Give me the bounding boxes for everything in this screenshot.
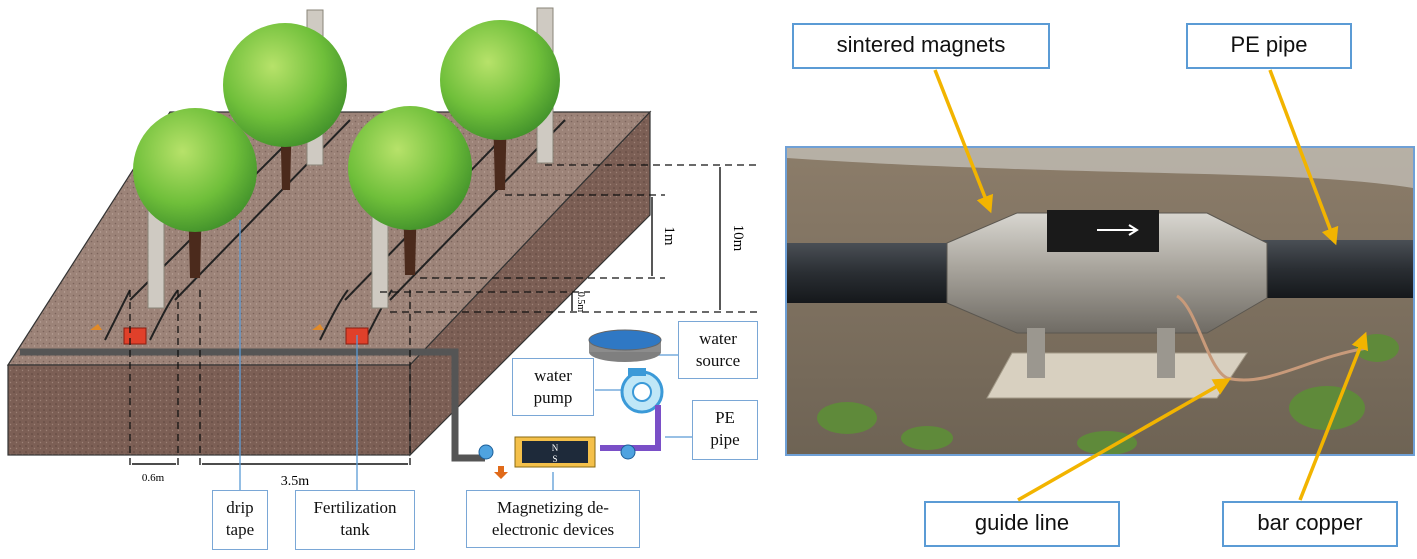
magnetizing-device-icon (514, 436, 596, 468)
valve-icon (312, 324, 324, 330)
sintered-magnets-label: sintered magnets (792, 23, 1050, 69)
dimension-lines (129, 164, 760, 470)
magnet-pole-n: N (552, 443, 559, 453)
fertilization-tank-left (123, 327, 147, 345)
outlet-arrow-icon (494, 466, 508, 479)
fertilization-tank-label: Fertilization tank (295, 490, 415, 550)
drip-tape-label: drip tape (212, 490, 268, 550)
water-source-label: water source (678, 321, 758, 379)
drip-irrigation-diagram: 1m 10m 0.5m 0.6m 3.5m N S (6, 7, 760, 490)
valve-icon (478, 444, 494, 460)
valve-icon (620, 444, 636, 460)
dimension-05m: 0.5m (575, 292, 586, 313)
dimension-06m: 0.6m (142, 472, 165, 484)
water-pump-icon (620, 368, 664, 414)
tree (133, 108, 257, 278)
pe-pipe-line (600, 405, 661, 451)
device-photo (785, 146, 1415, 456)
guide-line-label: guide line (924, 501, 1120, 547)
soil-block-front (7, 364, 411, 456)
magnet-pole-s: S (552, 454, 557, 464)
tree (348, 106, 472, 275)
dimension-10m: 10m (730, 225, 746, 252)
valve-icon (90, 324, 102, 330)
tree (223, 23, 347, 190)
main-supply-pipe (20, 348, 485, 462)
tree (440, 20, 560, 190)
water-source-pool (588, 329, 662, 362)
dimension-35m: 3.5m (281, 474, 310, 489)
magnetizing-device-label: Magnetizing de- electronic devices (466, 490, 640, 548)
bar-copper-label: bar copper (1222, 501, 1398, 547)
device-photo-illustration (787, 148, 1413, 454)
pe-pipe-label-left: PE pipe (692, 400, 758, 460)
water-pump-label: water pump (512, 358, 594, 416)
pe-pipe-label-right: PE pipe (1186, 23, 1352, 69)
dimension-1m: 1m (661, 226, 677, 246)
